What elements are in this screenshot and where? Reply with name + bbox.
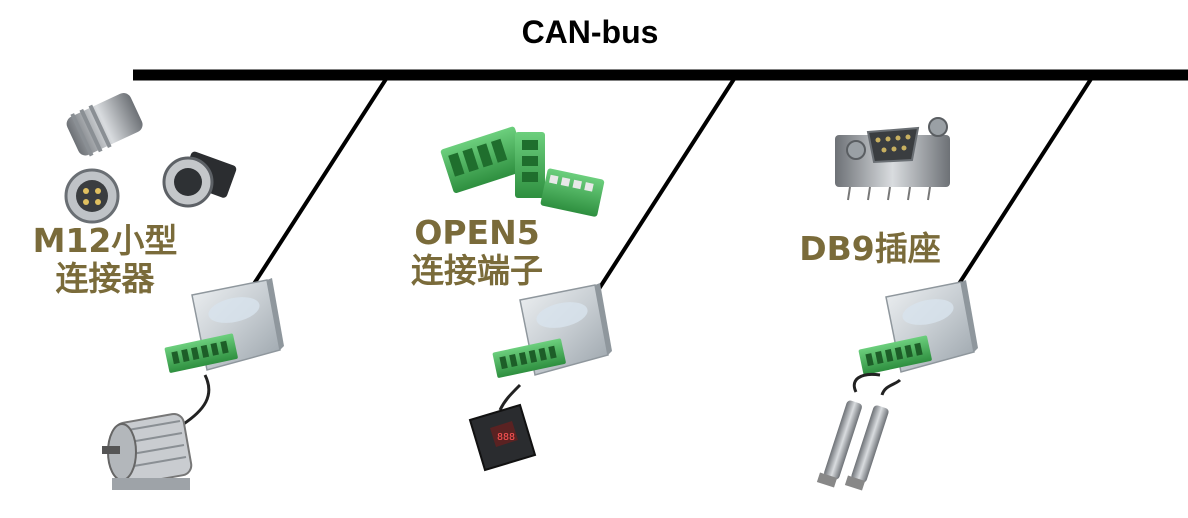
open5-terminal-icon [440,126,605,217]
sensor-cable [880,378,902,396]
drop-line-3 [953,77,1093,292]
connector-label-line1: OPEN5 [414,213,540,252]
drop-line-2 [593,77,736,297]
connector-label-line1: M12小型 [32,221,178,260]
converter-module [858,280,978,375]
connector-label-line2: 连接器 [55,259,155,298]
can-bus-title: CAN-bus [521,14,659,50]
sensor-probes-icon [816,400,889,491]
drop-line-1 [248,77,388,292]
svg-text:888: 888 [497,432,515,443]
converter-module [164,278,284,373]
connector-label-m12: M12小型 连接器 [20,222,190,298]
motor-cable [181,374,211,427]
meter-icon: 888 [468,403,537,472]
connector-label-line2: 连接端子 [411,251,543,290]
sensor-cable [852,372,881,393]
converter-module [492,283,612,378]
connector-label-line1: DB9插座 [799,229,941,268]
m12-connector-icon [64,93,237,224]
connector-label-open5: OPEN5 连接端子 [392,214,562,290]
motor-icon [102,412,193,490]
connector-label-db9: DB9插座 [770,230,970,268]
meter-cable [498,383,522,411]
db9-socket-icon [835,117,950,201]
